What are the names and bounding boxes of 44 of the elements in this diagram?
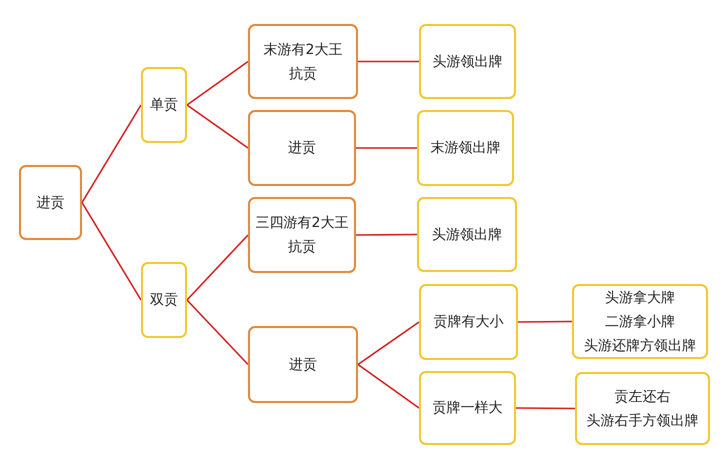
box-text: 进贡 (36, 194, 64, 212)
text-box (19, 165, 82, 240)
text-box (419, 284, 518, 360)
text-box (417, 110, 514, 186)
connector-line (186, 104, 248, 149)
text-box (572, 284, 708, 359)
box-text: 进贡 (288, 139, 316, 158)
connector-line (186, 299, 249, 366)
text-box (419, 371, 516, 445)
connector-line (358, 321, 420, 366)
text-box (417, 197, 517, 272)
box-text: 进贡 (289, 356, 317, 374)
connector-line (356, 147, 417, 149)
text-box (141, 67, 187, 143)
box-text: 贡牌有大小 (434, 313, 504, 332)
text-box (575, 372, 710, 445)
box-text: 双贡 (150, 291, 178, 310)
text-box (419, 24, 516, 99)
connector-line (358, 60, 419, 62)
text-box (248, 110, 356, 186)
box-text: 三四游有2大王抗贡 (254, 214, 350, 257)
text-box (248, 326, 358, 403)
connector-line (81, 104, 142, 203)
text-box (248, 24, 358, 99)
box-text: 贡牌一样大 (432, 399, 502, 418)
box-text: 头游还牌方领出牌 (584, 336, 696, 356)
box-text: 单贡 (150, 96, 178, 115)
connector-line (358, 364, 420, 409)
box-text: 头游拿大牌 (605, 288, 675, 308)
connector-line (186, 60, 248, 106)
text-box (248, 197, 356, 273)
box-text: 头游领出牌 (432, 52, 502, 72)
box-text: 贡左还右 (614, 388, 670, 406)
box-text: 末游领出牌 (430, 139, 500, 158)
box-text: 二游拿小牌 (605, 312, 675, 332)
box-text: 头游领出牌 (432, 226, 502, 244)
connector-line (356, 234, 417, 236)
connector-line (516, 407, 575, 410)
text-box (141, 262, 187, 338)
connector-line (186, 234, 249, 301)
connector-line (81, 202, 142, 300)
connector-line (518, 320, 572, 323)
box-text: 头游右手方领出牌 (586, 412, 698, 430)
box-text: 末游有2大王抗贡 (262, 40, 344, 84)
